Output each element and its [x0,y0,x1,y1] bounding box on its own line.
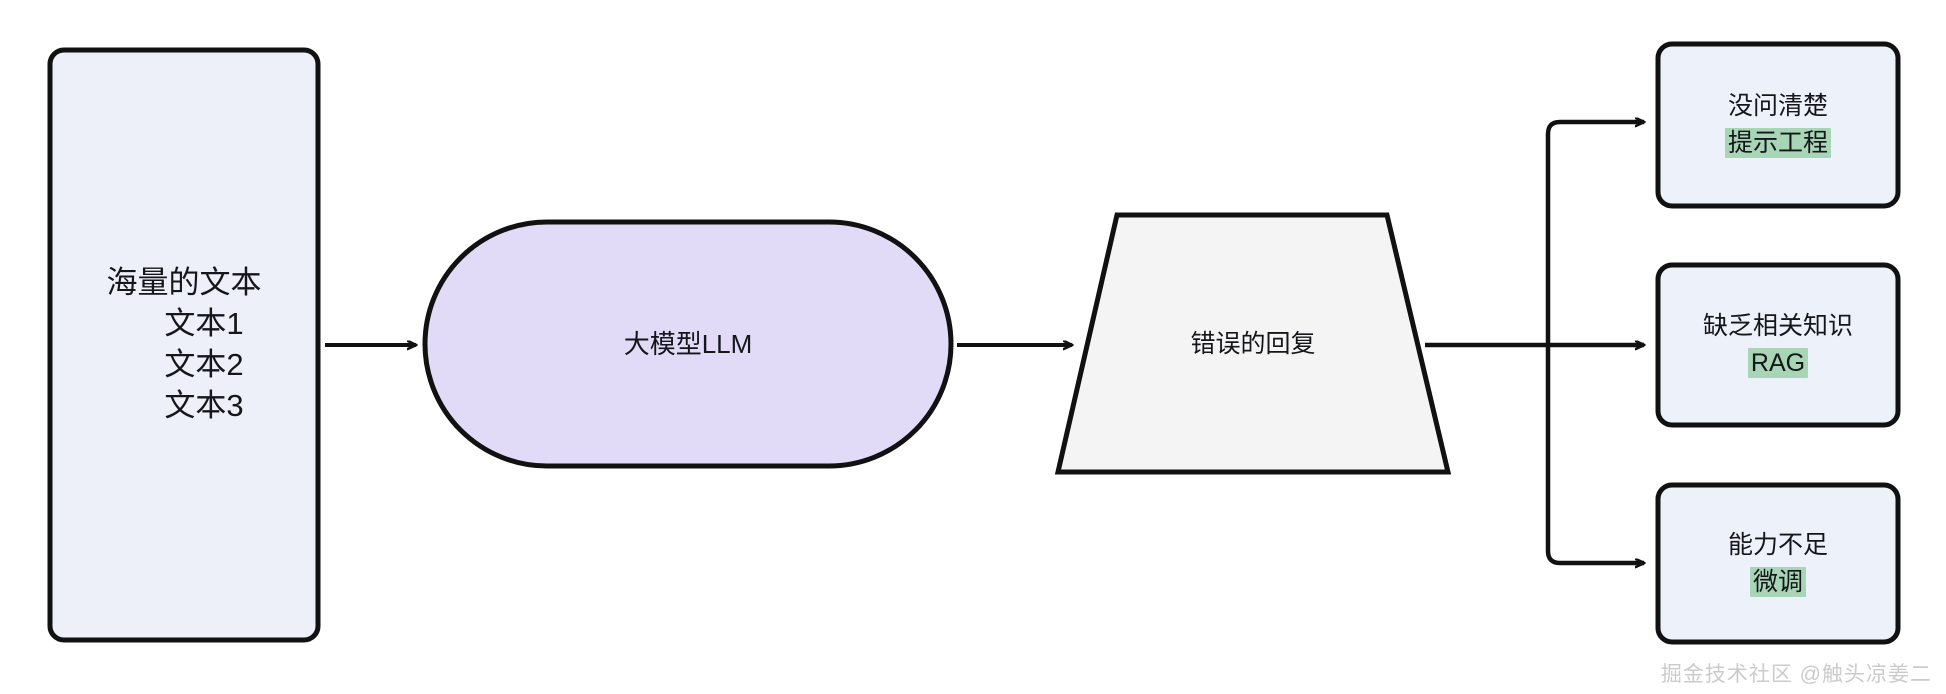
watermark: 掘金技术社区 @触头凉姜二 [1660,663,1932,686]
llm-node-shape [422,219,954,469]
bad-response-node-shape [1054,212,1452,475]
issue-node-shape-2 [1655,262,1901,428]
issue-node-shape-1 [1655,41,1901,209]
edge-branch-to-issue-1 [1545,122,1644,345]
issue-node-shape-3 [1655,482,1901,645]
corpus-node-shape [47,47,321,643]
edge-branch-to-issue-3 [1545,345,1644,563]
